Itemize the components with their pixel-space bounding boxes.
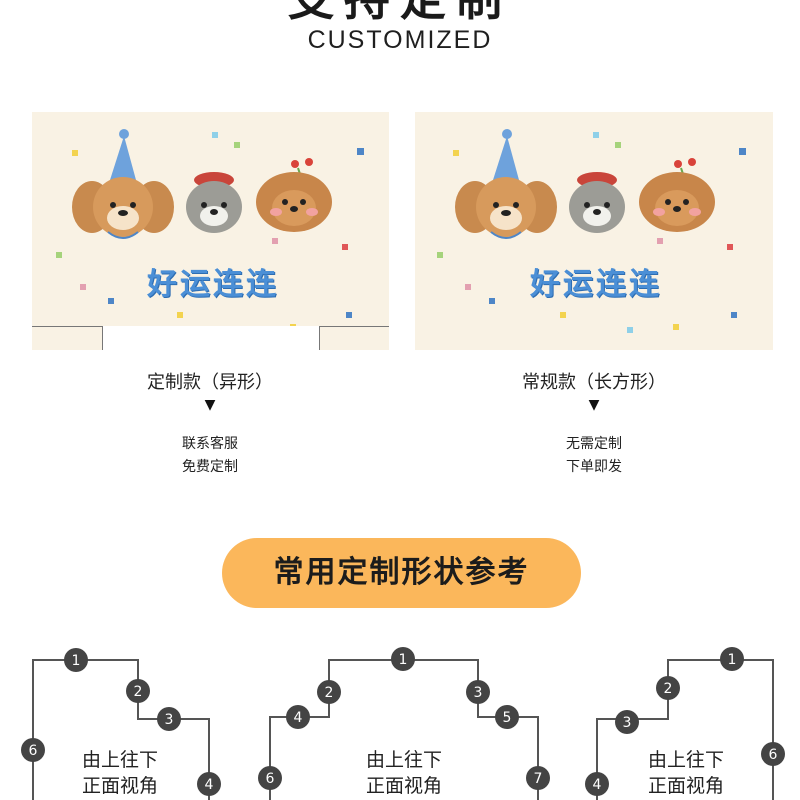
shape3-marker-label: 3 — [623, 715, 632, 731]
heading-title-cn: 支持定制 — [0, 0, 800, 24]
regular-product-image: 好运连连 — [415, 112, 773, 350]
shape2-marker-label: 7 — [534, 771, 543, 787]
artwork-text: 好运连连 — [147, 267, 279, 302]
shape-reference-diagrams: 1 2 3 4 6 1 2 3 4 5 6 7 1 2 3 4 6 — [21, 647, 785, 800]
shape2-marker-label: 5 — [503, 710, 512, 726]
down-arrow-icon: ▼ — [204, 397, 216, 413]
shape1-marker-label: 6 — [29, 743, 38, 759]
shape2-marker-label: 4 — [294, 710, 303, 726]
cut-outline-left — [32, 326, 102, 327]
custom-cut-notch — [102, 326, 319, 350]
shape3-markers — [585, 647, 785, 796]
shape1-marker-label: 2 — [134, 684, 143, 700]
shape1-view-line2: 正面视角 — [81, 775, 158, 797]
shape2-marker-label: 3 — [474, 685, 483, 701]
shape3-marker-label: 1 — [728, 652, 737, 668]
shape3-view-line1: 由上往下 — [647, 749, 724, 771]
custom-shape-product-image: 好运连连 — [32, 112, 389, 350]
shape2-marker-label: 2 — [325, 685, 334, 701]
regular-product-note-line2: 下单即发 — [566, 459, 622, 475]
cut-outline-left-vertical — [102, 326, 103, 350]
custom-product-note-line2: 免费定制 — [182, 459, 238, 475]
dog-illustration — [56, 129, 364, 333]
dog-illustration-regular — [437, 129, 746, 333]
reference-shapes-title: 常用定制形状参考 — [222, 538, 581, 608]
custom-product-caption: 定制款（异形） — [147, 372, 273, 393]
shape2-markers — [258, 647, 550, 790]
shape1-marker-label: 3 — [165, 712, 174, 728]
cut-outline-right — [319, 326, 389, 327]
shape1-marker-label: 4 — [205, 777, 214, 793]
shape1-marker-label: 1 — [72, 653, 81, 669]
shape1-view-line1: 由上往下 — [81, 749, 158, 771]
heading-title-en: CUSTOMIZED — [307, 26, 493, 54]
shape3-view-line2: 正面视角 — [647, 775, 724, 797]
custom-product-note-line1: 联系客服 — [182, 436, 238, 452]
down-arrow-icon-regular: ▼ — [588, 397, 600, 413]
shape3-marker-label: 4 — [593, 777, 602, 793]
cut-outline-right-vertical — [319, 326, 320, 350]
regular-product-caption: 常规款（长方形） — [522, 372, 666, 393]
regular-product-note-line1: 无需定制 — [566, 436, 622, 452]
shape2-marker-label: 1 — [399, 652, 408, 668]
shape1-markers — [21, 648, 221, 796]
shape3-marker-label: 6 — [769, 747, 778, 763]
shape2-view-line2: 正面视角 — [365, 775, 442, 797]
shape3-marker-label: 2 — [664, 681, 673, 697]
shape2-marker-label: 6 — [266, 771, 275, 787]
shape2-view-line1: 由上往下 — [365, 749, 442, 771]
artwork-text-regular: 好运连连 — [530, 267, 662, 302]
